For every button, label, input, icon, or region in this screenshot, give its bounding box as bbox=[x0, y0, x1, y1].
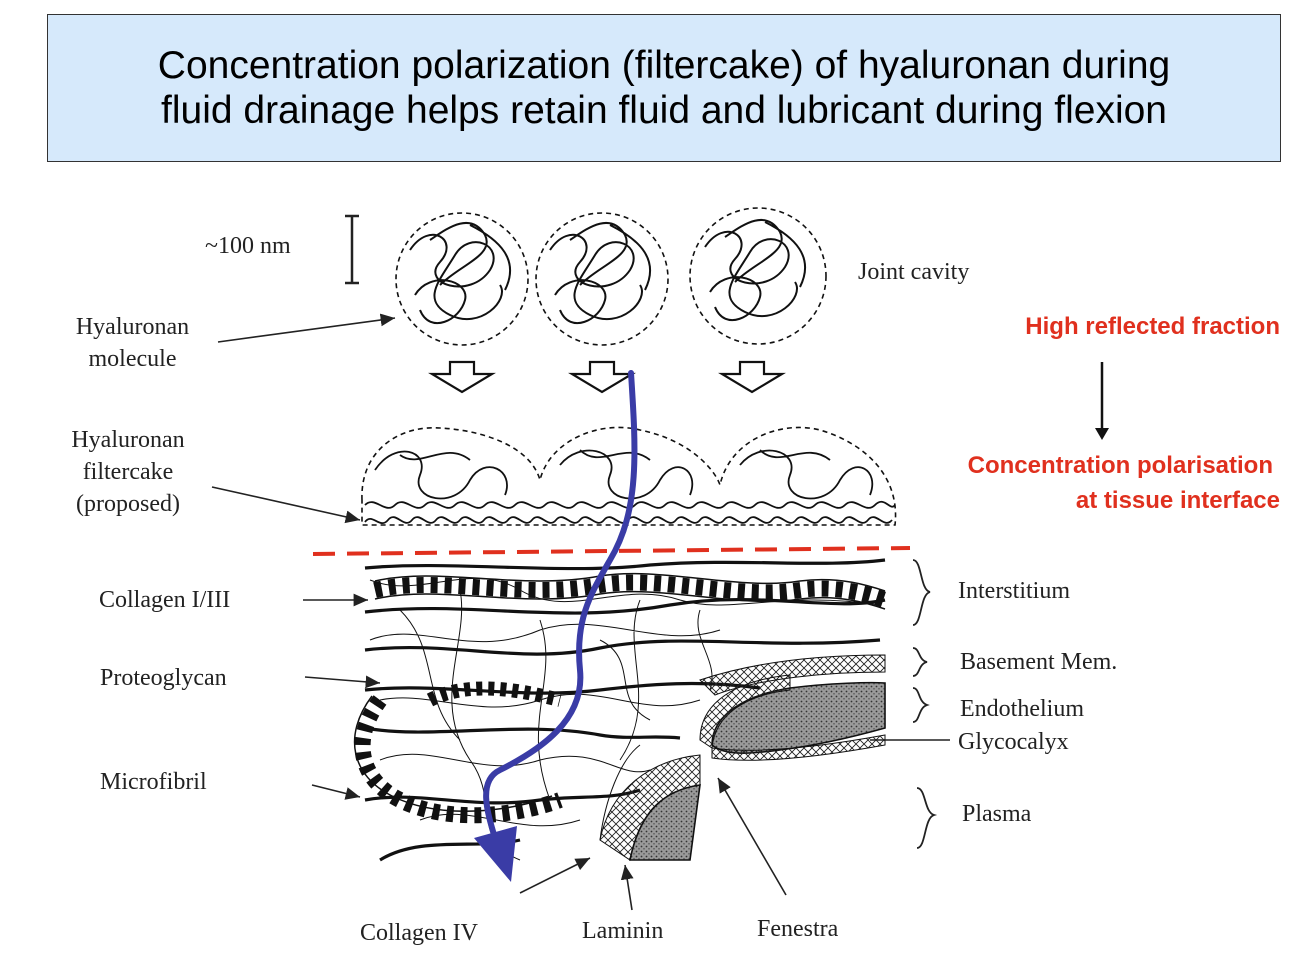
filtercake-label-line-2: filtercake bbox=[82, 459, 174, 485]
proteoglycan-label: Proteoglycan bbox=[100, 665, 227, 691]
filtercake-label: Hyaluronan filtercake (proposed) bbox=[48, 424, 208, 520]
collagen-iv-label: Collagen IV bbox=[360, 920, 478, 946]
scale-label: ~100 nm bbox=[205, 233, 291, 259]
hyaluronan-molecule-1 bbox=[395, 212, 529, 346]
concentration-polarisation-label-line-2: at tissue interface bbox=[1075, 487, 1280, 514]
basement-mem-label: Basement Mem. bbox=[960, 649, 1118, 675]
title-box: Concentration polarization (filtercake) … bbox=[47, 14, 1281, 162]
polarisation-arrow bbox=[1095, 362, 1109, 440]
down-arrow-3 bbox=[718, 360, 786, 394]
collagen-bands bbox=[353, 572, 888, 824]
hyaluronan-molecule-label: Hyaluronan molecule bbox=[50, 311, 215, 375]
title-line-2: fluid drainage helps retain fluid and lu… bbox=[161, 89, 1167, 132]
high-reflected-fraction-label: High reflected fraction bbox=[1025, 313, 1280, 340]
scale-bar bbox=[345, 214, 359, 285]
joint-cavity-label: Joint cavity bbox=[858, 259, 970, 285]
hyaluronan-molecule-2 bbox=[535, 212, 669, 346]
filtercake-label-line-3: (proposed) bbox=[76, 491, 180, 517]
fenestra-label: Fenestra bbox=[757, 916, 839, 942]
plasma-label: Plasma bbox=[962, 801, 1032, 827]
hyaluronan-molecule-3 bbox=[689, 207, 827, 345]
interstitium-label: Interstitium bbox=[958, 578, 1070, 604]
down-arrow-2 bbox=[568, 360, 636, 394]
collagen-1-3-label: Collagen I/III bbox=[99, 587, 231, 613]
glycocalyx-label: Glycocalyx bbox=[958, 729, 1069, 755]
down-arrow-1 bbox=[428, 360, 496, 394]
concentration-polarisation-label-line-1: Concentration polarisation bbox=[967, 452, 1273, 479]
leader-lines bbox=[211, 313, 950, 911]
interface-dashed-line bbox=[312, 546, 911, 556]
hyaluronan-molecule-label-line-2: molecule bbox=[88, 346, 177, 372]
filtercake-label-line-1: Hyaluronan bbox=[71, 427, 185, 453]
title-line-1: Concentration polarization (filtercake) … bbox=[157, 44, 1171, 87]
down-arrows bbox=[428, 360, 786, 394]
endothelium-label: Endothelium bbox=[960, 696, 1084, 722]
tissue-layers bbox=[353, 558, 888, 862]
braces bbox=[912, 559, 938, 849]
microfibril-label: Microfibril bbox=[100, 769, 207, 795]
hyaluronan-molecules bbox=[395, 207, 827, 346]
hyaluronan-molecule-label-line-1: Hyaluronan bbox=[75, 314, 190, 340]
laminin-label: Laminin bbox=[582, 918, 664, 944]
fluid-flow-arrow bbox=[474, 370, 638, 882]
